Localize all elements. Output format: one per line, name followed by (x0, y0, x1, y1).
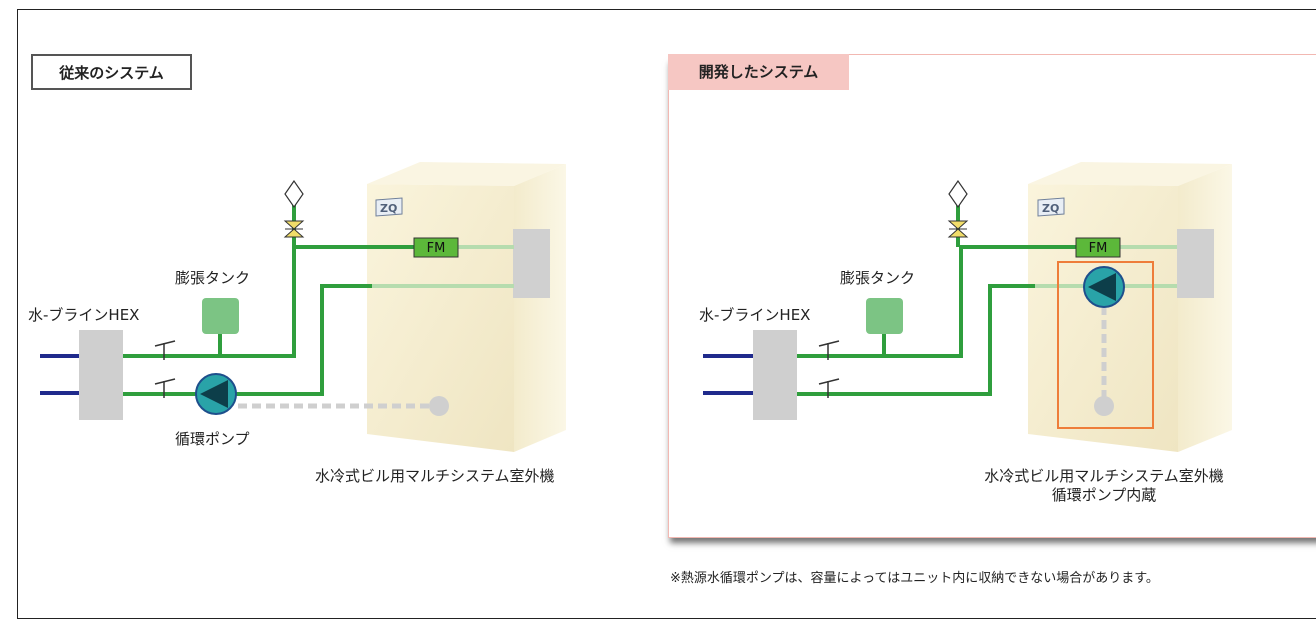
developed-hex-unit (753, 330, 797, 420)
legacy-expansion-tank (202, 298, 239, 334)
legacy-return-pipe (123, 284, 372, 396)
developed-diagram: ZQ (699, 162, 1232, 504)
legacy-system-title: 従来のシステム (31, 54, 192, 90)
system-diagram: ZQ (28, 162, 1232, 504)
developed-unit-heat-exchanger (1177, 229, 1214, 298)
footnote: ※熱源水循環ポンプは、容量によってはユニット内に収納できない場合があります。 (670, 571, 1159, 586)
legacy-supply-pipe (123, 245, 414, 358)
developed-unit-label-line2: 循環ポンプ内蔵 (1052, 486, 1157, 504)
legacy-hex-unit (79, 330, 123, 420)
developed-valve-icon (947, 220, 969, 238)
developed-pump-link-end (1094, 396, 1114, 416)
legacy-diagram: ZQ (28, 162, 566, 485)
legacy-logo-text: ZQ (380, 202, 397, 215)
built-in-pump-highlight (1057, 261, 1154, 429)
developed-outdoor-unit: ZQ (1028, 162, 1232, 452)
developed-sensor-icon (818, 340, 840, 398)
developed-pump-icon (1083, 266, 1125, 308)
legacy-outdoor-unit: ZQ (367, 162, 566, 452)
developed-logo-text: ZQ (1042, 202, 1059, 215)
legacy-sensor-icon (154, 340, 176, 398)
legacy-flowmeter (413, 237, 459, 258)
legacy-unit-heat-exchanger (513, 229, 550, 298)
developed-return-pipe (797, 284, 1035, 396)
legacy-unit-label: 水冷式ビル用マルチシステム室外機 (315, 467, 555, 485)
legacy-hex-label: 水-ブラインHEX (28, 306, 139, 324)
legacy-pump-label: 循環ポンプ (175, 430, 250, 448)
legacy-flowmeter-label: FM (427, 241, 446, 256)
developed-unit-label-line1: 水冷式ビル用マルチシステム室外機 (984, 467, 1224, 485)
developed-air-vent-icon (948, 179, 968, 209)
developed-flowmeter-label: FM (1089, 241, 1108, 256)
developed-tank-label: 膨張タンク (840, 269, 915, 287)
legacy-pump-link-end (429, 396, 449, 416)
developed-zq-logo: ZQ (1037, 197, 1065, 217)
legacy-air-vent-icon (284, 179, 304, 209)
developed-hex-label: 水-ブラインHEX (699, 306, 810, 324)
developed-expansion-tank (866, 298, 903, 334)
legacy-pump-icon (195, 373, 237, 415)
legacy-valve-icon (283, 220, 305, 238)
legacy-tank-label: 膨張タンク (175, 269, 250, 287)
developed-supply-pipe (797, 245, 1076, 358)
developed-flowmeter (1075, 237, 1121, 258)
developed-system-title: 開発したシステム (668, 54, 849, 90)
legacy-zq-logo: ZQ (375, 197, 403, 217)
